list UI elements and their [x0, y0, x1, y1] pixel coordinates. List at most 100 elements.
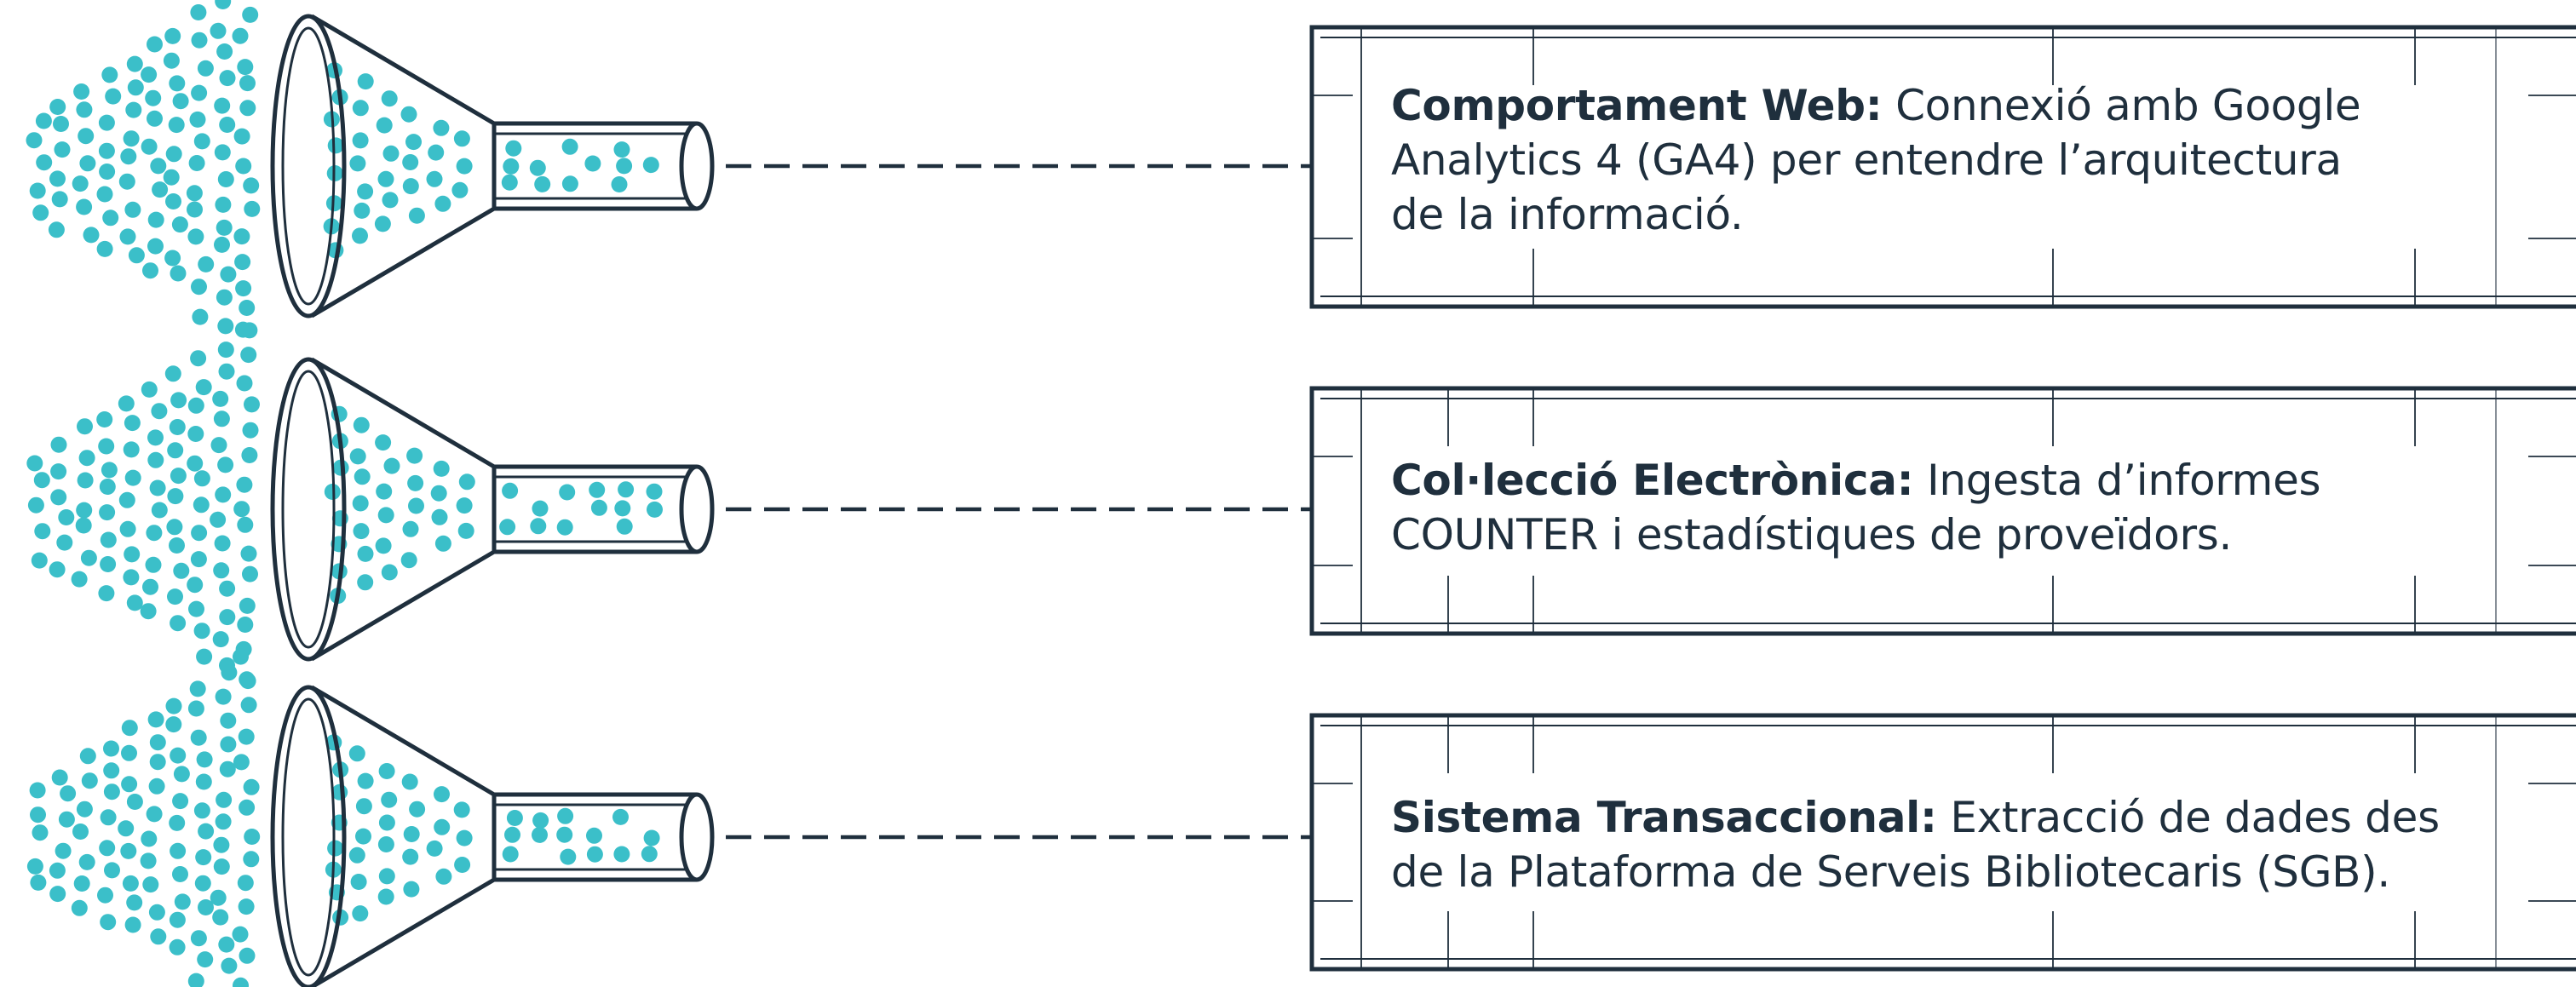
particle — [123, 441, 140, 458]
particle — [401, 773, 418, 790]
particle — [215, 688, 232, 705]
particle — [170, 468, 187, 485]
particle — [214, 236, 230, 253]
particle — [499, 519, 516, 536]
particle — [76, 801, 93, 818]
particle — [402, 848, 419, 865]
particle — [642, 157, 659, 174]
particle — [150, 158, 167, 175]
particle — [169, 537, 185, 554]
particle — [375, 434, 392, 451]
particle — [456, 158, 473, 175]
info-card — [1309, 25, 2576, 309]
funnel-rim-inner — [281, 697, 336, 977]
particle — [119, 520, 136, 537]
particle — [235, 158, 252, 175]
funnel-icon — [26, 321, 715, 690]
particle — [244, 396, 260, 413]
card-border — [1309, 713, 2576, 972]
particle — [60, 785, 77, 802]
particle — [239, 300, 256, 316]
particle — [219, 70, 236, 87]
card-line: Ingesta d’informes — [1926, 456, 2321, 505]
particle — [374, 215, 391, 232]
particle — [99, 504, 116, 521]
particle — [191, 32, 208, 49]
particle — [352, 100, 369, 117]
funnel-rim-inner — [281, 370, 336, 649]
particle — [400, 552, 417, 569]
particle — [147, 711, 164, 728]
particle — [97, 887, 113, 904]
particle — [647, 501, 663, 518]
particle — [457, 522, 474, 539]
funnel-tube-end — [679, 792, 715, 882]
particle — [56, 534, 73, 551]
funnel-tube — [494, 464, 697, 554]
particle — [99, 840, 116, 857]
particle — [147, 110, 163, 127]
particle — [141, 66, 158, 83]
particle — [407, 474, 424, 491]
particle — [382, 145, 400, 162]
particle — [233, 977, 249, 987]
particle — [198, 823, 215, 840]
card-title-electronic-collection: Col·lecció Electrònica: — [1391, 456, 1914, 505]
funnel-rim-inner — [281, 26, 336, 306]
particle — [149, 734, 166, 751]
particle — [98, 585, 115, 602]
particle — [212, 909, 229, 926]
particle — [614, 500, 631, 517]
particle — [327, 137, 344, 154]
particle — [96, 240, 113, 257]
particle — [141, 381, 158, 398]
particle — [146, 806, 163, 823]
particle — [54, 141, 71, 158]
particle — [451, 181, 469, 198]
particle — [165, 193, 181, 209]
particle — [128, 247, 145, 264]
particle — [140, 852, 157, 869]
particle — [215, 196, 232, 213]
particle — [142, 578, 158, 595]
particle — [408, 497, 424, 514]
card-border — [1309, 386, 2576, 636]
particle — [454, 857, 471, 873]
particle — [349, 448, 366, 465]
particle — [453, 130, 470, 147]
particle — [431, 508, 448, 525]
particle — [124, 415, 141, 432]
particle — [141, 830, 158, 847]
particle — [212, 631, 229, 648]
particle — [376, 117, 393, 134]
particle — [124, 469, 141, 486]
particle — [383, 457, 400, 474]
particle — [378, 868, 395, 885]
particle — [78, 853, 95, 870]
particle — [218, 363, 235, 380]
particle — [403, 881, 420, 898]
particle — [376, 483, 393, 500]
particle — [327, 840, 344, 857]
particle — [242, 6, 259, 23]
particle — [348, 846, 365, 864]
particle — [220, 736, 237, 753]
particle — [589, 481, 606, 498]
particle — [147, 36, 163, 53]
particle — [187, 426, 204, 442]
particle — [239, 100, 256, 117]
particle — [643, 829, 660, 846]
info-card — [1309, 713, 2576, 972]
particle — [214, 97, 231, 114]
particle — [502, 846, 519, 863]
particle — [147, 211, 164, 228]
particle — [100, 556, 117, 572]
particle — [147, 451, 164, 468]
particle — [381, 791, 398, 808]
particle — [239, 75, 256, 92]
particle — [613, 141, 630, 158]
funnel-rim — [270, 14, 347, 318]
particle — [189, 111, 206, 128]
particle — [618, 481, 635, 498]
particle — [165, 716, 182, 733]
